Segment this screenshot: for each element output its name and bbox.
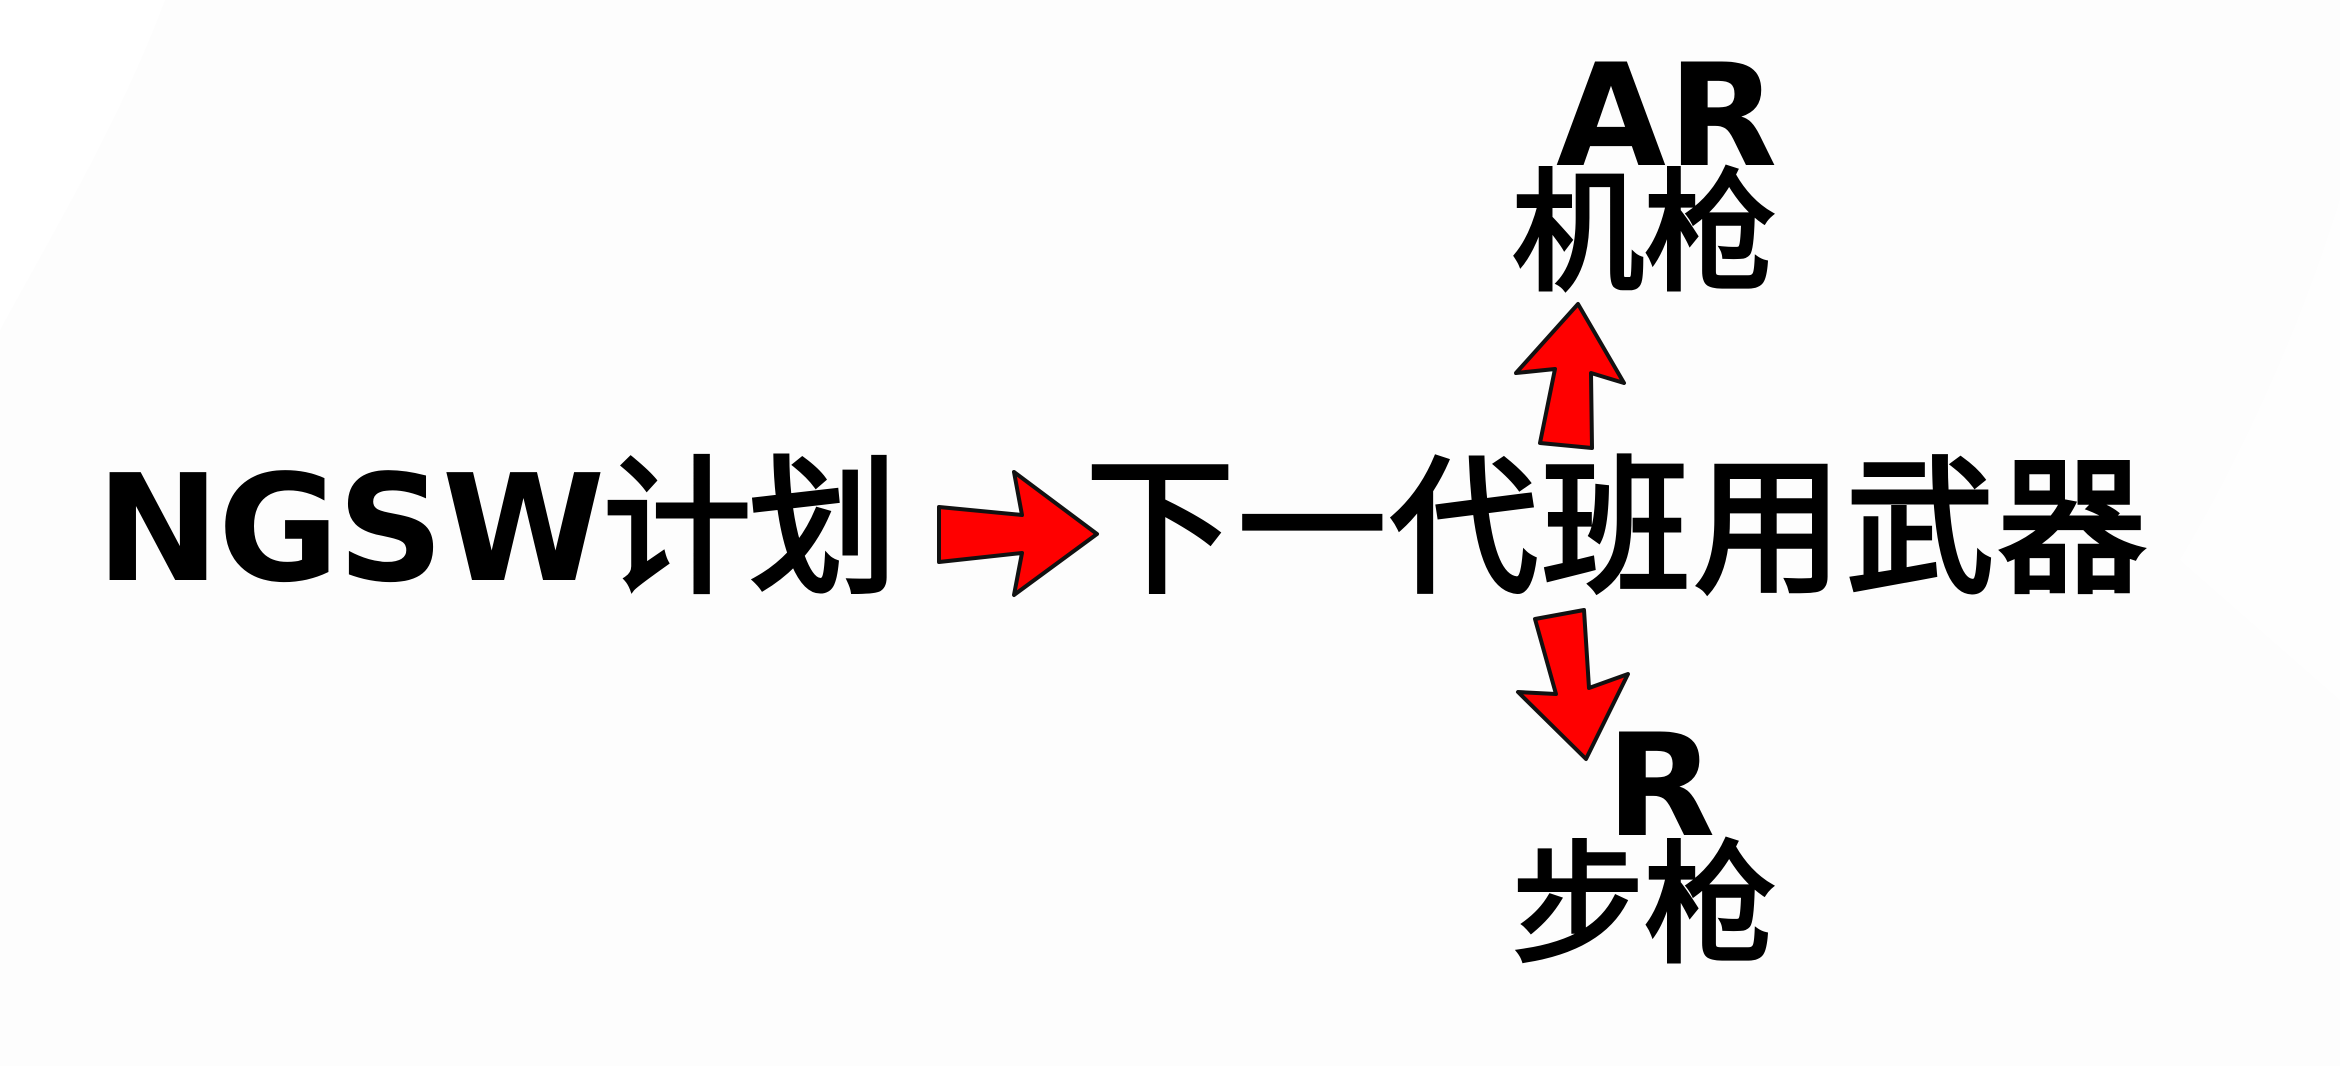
source-node-label: NGSW计划 <box>96 443 897 615</box>
target-node-label: 下一代班用武器 <box>1086 443 2150 615</box>
branch-r-name: 步枪 <box>1512 829 1776 983</box>
branch-r-code: R <box>1606 704 1718 869</box>
branch-ar-name: 机枪 <box>1512 157 1776 311</box>
branch-ar-code: AR <box>1556 34 1780 199</box>
